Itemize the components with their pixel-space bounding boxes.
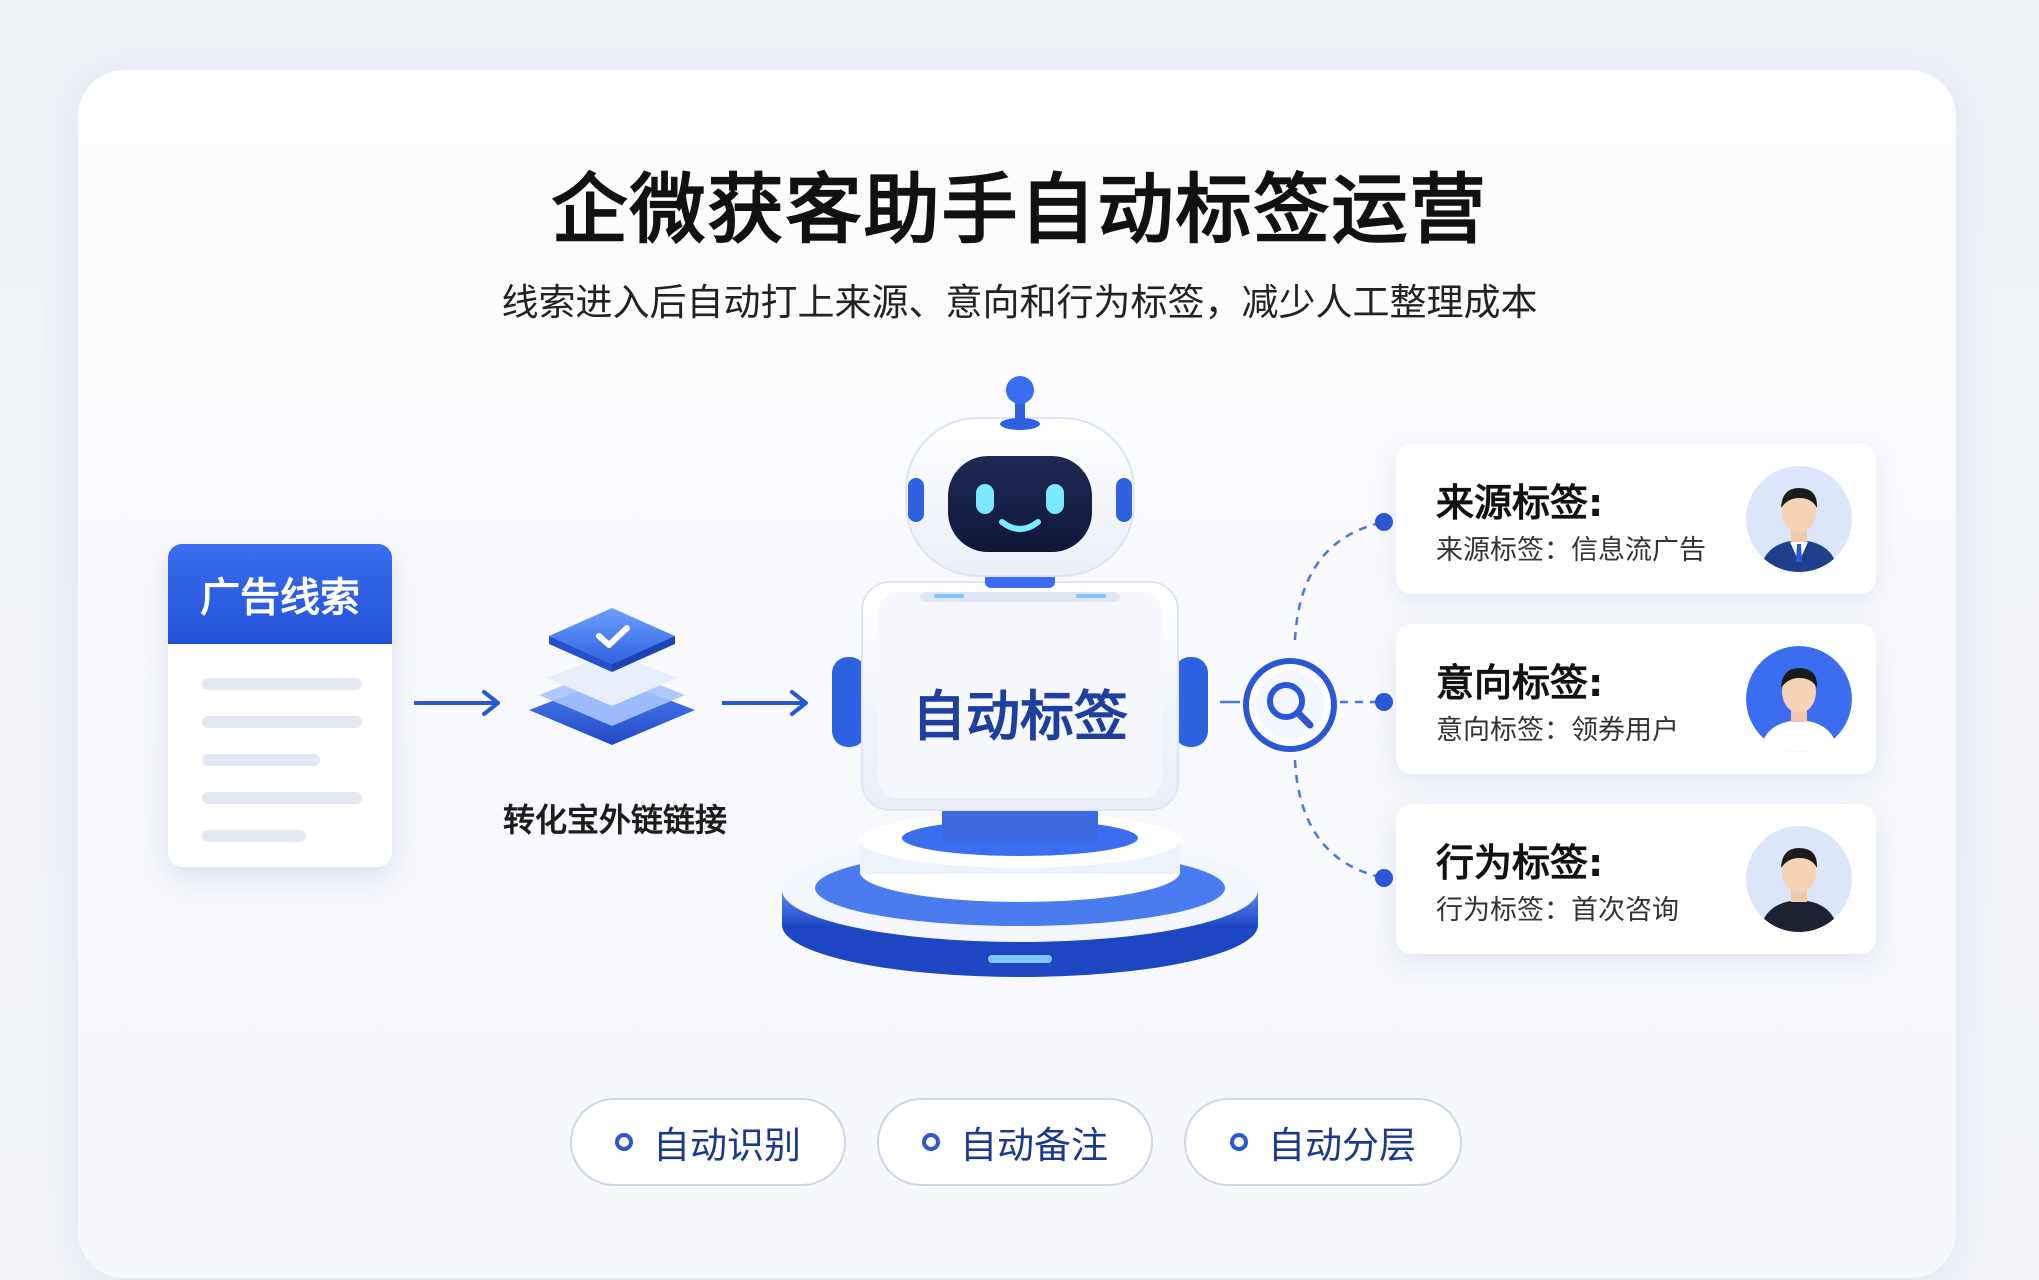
layers-check-icon — [529, 608, 695, 745]
feature-auto-layer: 自动分层 — [1184, 1098, 1462, 1186]
ad-leads-card: 广告线索 — [168, 544, 392, 867]
doc-line — [202, 716, 362, 728]
behavior-tag-card: 行为标签: 行为标签：首次咨询 — [1396, 804, 1876, 954]
bullet-dot-icon — [1230, 1133, 1248, 1151]
man-suit-avatar-icon — [1746, 466, 1852, 572]
bullet-dot-icon — [615, 1133, 633, 1151]
tag-detail: 来源标签：信息流广告 — [1436, 535, 1706, 566]
feature-label: 自动识别 — [653, 1124, 801, 1167]
stack-step-label: 转化宝外链链接 — [502, 801, 727, 839]
tag-title: 行为标签: — [1436, 841, 1604, 885]
doc-line — [202, 754, 320, 766]
arrow-right-icon — [414, 690, 500, 716]
page-title: 企微获客助手自动标签运营 — [551, 165, 1488, 254]
tag-detail: 意向标签：领券用户 — [1436, 715, 1679, 746]
search-icon — [1243, 658, 1337, 752]
robot-icon — [782, 376, 1258, 977]
doc-line — [202, 830, 306, 842]
tag-title: 来源标签: — [1436, 481, 1604, 525]
feature-label: 自动分层 — [1268, 1124, 1416, 1167]
feature-label: 自动备注 — [960, 1124, 1108, 1167]
feature-auto-identify: 自动识别 — [570, 1098, 846, 1186]
ad-leads-label: 广告线索 — [168, 544, 392, 644]
source-tag-card: 来源标签: 来源标签：信息流广告 — [1396, 444, 1876, 594]
intent-tag-card: 意向标签: 意向标签：领券用户 — [1396, 624, 1876, 774]
robot-label: 自动标签 — [912, 685, 1128, 748]
man-white-shirt-avatar-icon — [1746, 646, 1852, 752]
tag-detail: 行为标签：首次咨询 — [1436, 895, 1679, 926]
doc-line — [202, 792, 362, 804]
feature-auto-note: 自动备注 — [877, 1098, 1153, 1186]
arrow-right-icon — [722, 690, 808, 716]
tag-title: 意向标签: — [1436, 661, 1604, 705]
bullet-dot-icon — [922, 1133, 940, 1151]
doc-line — [202, 678, 362, 690]
page-subtitle: 线索进入后自动打上来源、意向和行为标签，减少人工整理成本 — [501, 281, 1538, 324]
connector-lines — [1220, 513, 1393, 887]
man-dark-shirt-avatar-icon — [1746, 826, 1852, 932]
